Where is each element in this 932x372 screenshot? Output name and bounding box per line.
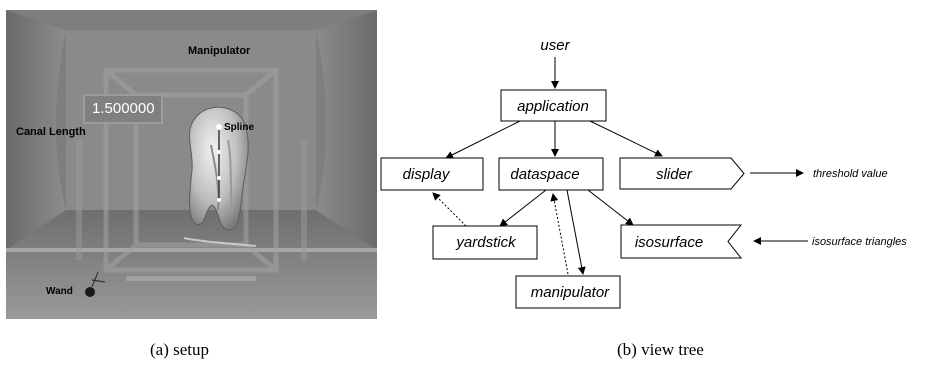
canal-length-label: Canal Length xyxy=(16,126,86,138)
manipulator-label: Manipulator xyxy=(188,45,251,57)
label-display: display xyxy=(403,166,451,183)
value-display: 1.500000 xyxy=(83,94,163,124)
right-wall xyxy=(316,10,377,250)
edge-dataspace-manipulator xyxy=(566,189,586,275)
node-slider[interactable] xyxy=(619,157,745,190)
edge-dataspace-isosurface xyxy=(587,189,634,226)
label-application: application xyxy=(517,98,589,115)
node-isosurface[interactable] xyxy=(620,224,743,259)
node-yardstick[interactable] xyxy=(432,225,538,260)
wand-label: Wand xyxy=(46,286,73,297)
node-dataspace[interactable] xyxy=(498,157,604,191)
label-manipulator: manipulator xyxy=(531,284,610,301)
floor xyxy=(6,210,377,319)
edge-yardstick-display-dotted xyxy=(432,192,467,227)
node-manipulator[interactable] xyxy=(515,275,621,309)
edge-application-slider xyxy=(589,120,663,157)
label-threshold-value: threshold value xyxy=(813,168,888,180)
node-application[interactable] xyxy=(500,89,607,122)
label-isosurface-triangles: isosurface triangles xyxy=(812,236,907,248)
spline-curve xyxy=(216,124,222,202)
node-display[interactable] xyxy=(380,157,484,191)
label-yardstick: yardstick xyxy=(455,234,517,251)
wand-icon[interactable] xyxy=(85,271,106,297)
label-slider: slider xyxy=(656,166,693,183)
setup-scene: Manipulator 1.500000 Canal Length Spline… xyxy=(6,10,377,319)
left-wall xyxy=(6,10,66,250)
label-isosurface: isosurface xyxy=(635,234,703,251)
caption-setup: (a) setup xyxy=(150,340,210,359)
edge-manipulator-dataspace-dotted xyxy=(550,193,569,275)
scene-render xyxy=(6,10,377,319)
label-dataspace: dataspace xyxy=(510,166,579,183)
edge-application-display xyxy=(445,120,521,159)
edge-dataspace-yardstick xyxy=(499,189,547,227)
label-user: user xyxy=(540,37,570,54)
spline-label: Spline xyxy=(224,122,255,133)
caption-view-tree: (b) view tree xyxy=(617,340,704,359)
